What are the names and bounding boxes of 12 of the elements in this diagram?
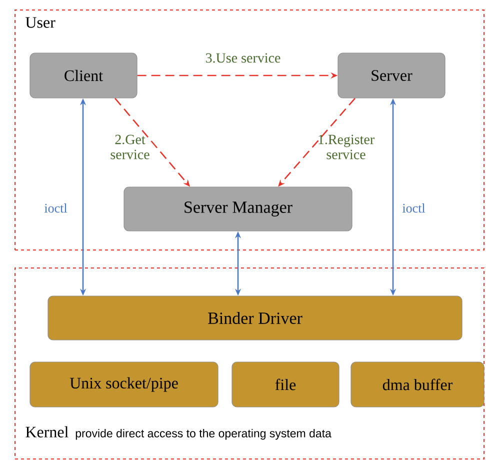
edge-label: 1.Register service <box>318 134 374 160</box>
process-box: Client <box>30 52 138 98</box>
edge-label: 3.Use service <box>206 53 280 63</box>
edge-label: 2.Get service <box>110 134 150 160</box>
process-box: Unix socket/pipe <box>30 362 218 408</box>
process-box: Server <box>338 52 446 98</box>
process-box: file <box>232 362 340 408</box>
process-box: dma buffer <box>350 362 484 408</box>
edge-label: ioctl <box>44 203 68 213</box>
edge-label: ioctl <box>402 203 426 213</box>
driver-box: Binder Driver <box>48 296 462 340</box>
process-box: Server Manager <box>124 186 352 232</box>
